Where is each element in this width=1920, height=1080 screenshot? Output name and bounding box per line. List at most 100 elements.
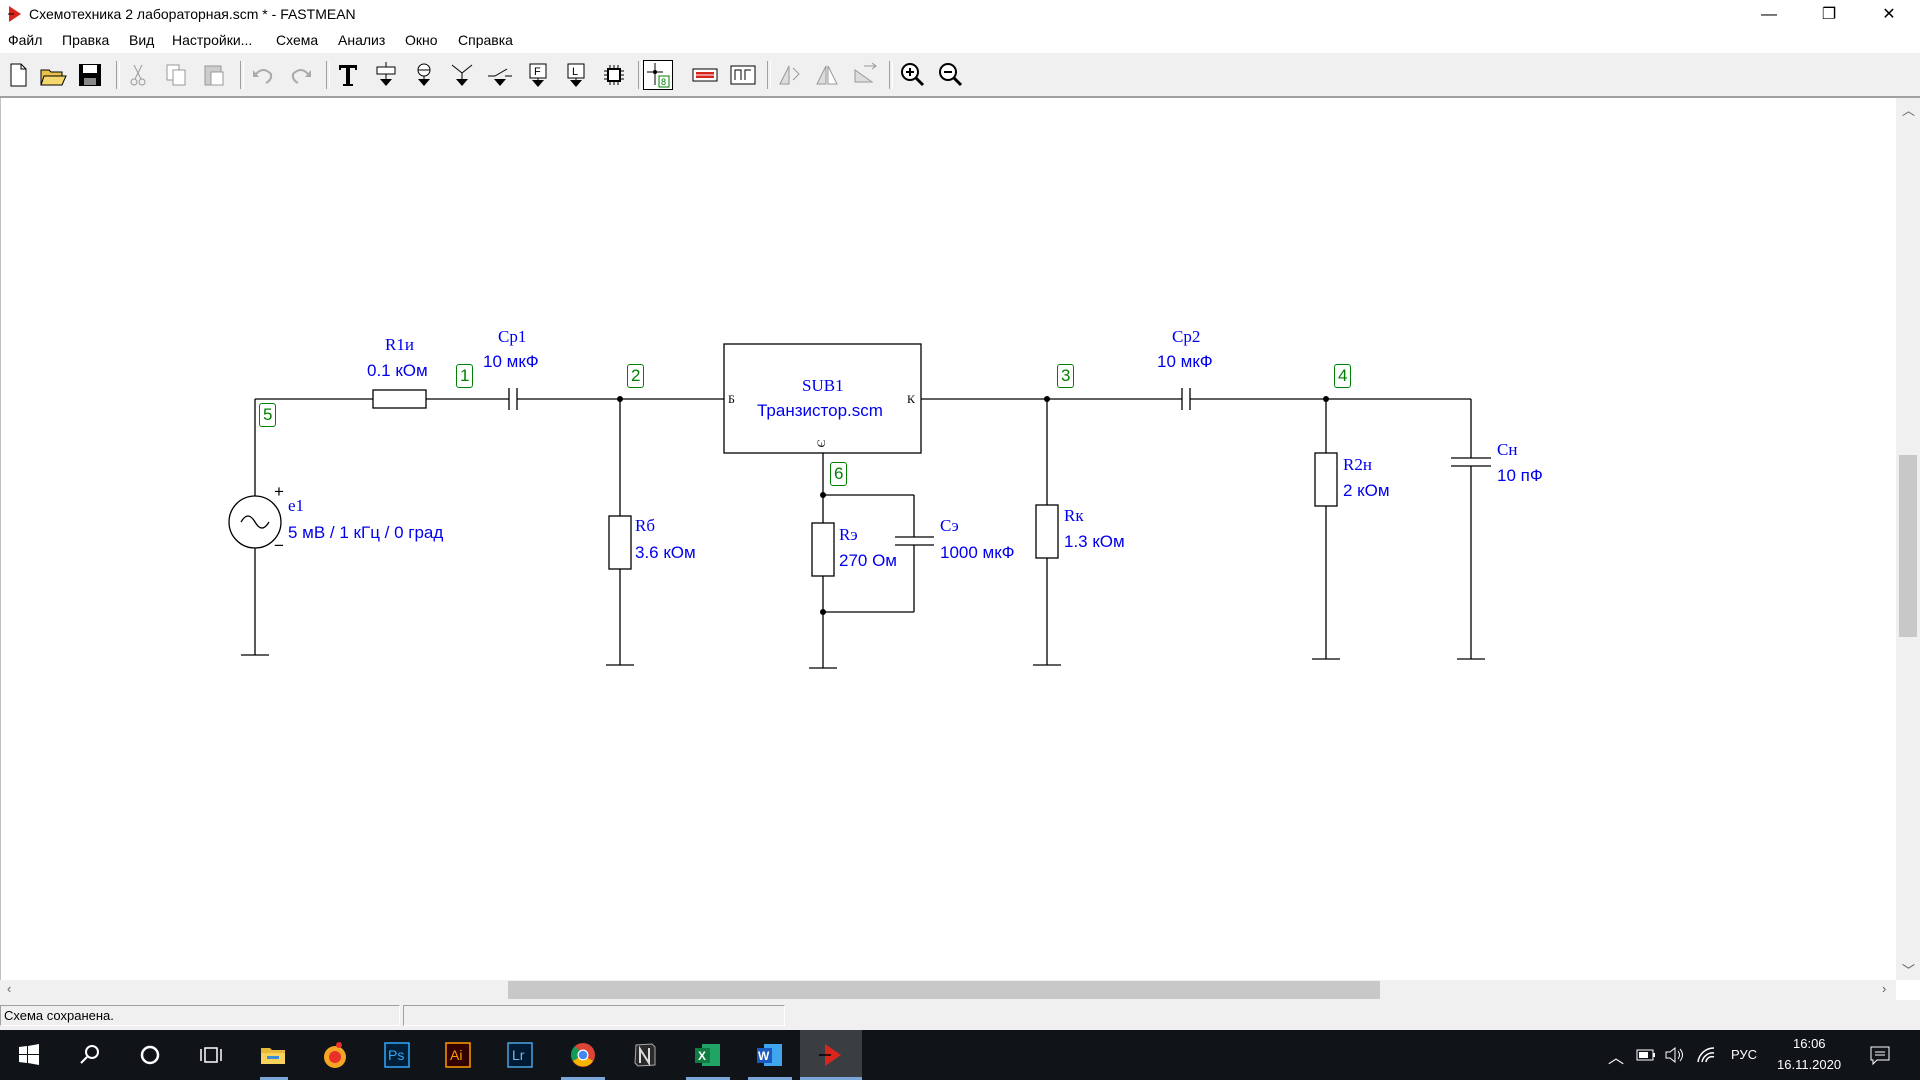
sub1-pin-e: Э (814, 439, 829, 448)
tray-chevron-icon[interactable]: ︿ (1608, 1050, 1625, 1067)
e1-name[interactable]: e1 (288, 496, 305, 515)
node-4-label[interactable]: 4 (1334, 364, 1352, 388)
fastmean-icon[interactable] (813, 1037, 849, 1073)
menu-analysis[interactable]: Анализ (338, 32, 386, 48)
new-file-icon[interactable] (3, 60, 33, 90)
ce-name[interactable]: Сэ (940, 516, 959, 535)
notion-icon[interactable] (627, 1037, 663, 1073)
chip-icon[interactable] (599, 60, 629, 90)
schematic-canvas[interactable]: R1и 0.1 кОм Ср1 10 мкФ SUB1 Транзистор.s… (0, 98, 1897, 980)
open-folder-icon[interactable] (38, 60, 68, 90)
copy-icon[interactable] (161, 60, 191, 90)
e1-value[interactable]: 5 мВ / 1 кГц / 0 град (288, 523, 444, 542)
scroll-down-icon[interactable]: ﹀ (1902, 963, 1916, 978)
re-value[interactable]: 270 Ом (839, 551, 897, 570)
keyboard-language[interactable]: РУС (1731, 1047, 1758, 1062)
node-6-label[interactable]: 6 (830, 462, 848, 486)
photoshop-icon[interactable]: Ps (379, 1037, 415, 1073)
redo-icon[interactable] (286, 60, 316, 90)
word-icon[interactable]: W (752, 1037, 788, 1073)
chrome-icon[interactable] (565, 1037, 601, 1073)
menu-view[interactable]: Вид (129, 32, 155, 48)
rk-name[interactable]: Rк (1064, 506, 1084, 525)
r1-name[interactable]: R1и (385, 335, 414, 354)
re-name[interactable]: Rэ (839, 525, 858, 544)
node-2-label[interactable]: 2 (627, 364, 645, 388)
r2-name[interactable]: R2н (1343, 455, 1372, 474)
cortana-icon[interactable] (132, 1037, 168, 1073)
undo-icon[interactable] (248, 60, 278, 90)
toolbar: F L 8 (0, 53, 1920, 98)
task-view-icon[interactable] (193, 1037, 229, 1073)
source-tool-icon[interactable] (447, 60, 477, 90)
menu-help[interactable]: Справка (458, 32, 513, 48)
svg-text:Ps: Ps (388, 1047, 404, 1063)
text-tool-icon[interactable] (333, 60, 363, 90)
sub1-file[interactable]: Транзистор.scm (757, 401, 883, 420)
vertical-scroll-thumb[interactable] (1899, 455, 1917, 637)
illustrator-icon[interactable]: Ai (440, 1037, 476, 1073)
cut-icon[interactable] (123, 60, 153, 90)
clock-time[interactable]: 16:06 (1793, 1036, 1826, 1051)
scroll-up-icon[interactable]: ︿ (1902, 103, 1916, 118)
menu-scheme[interactable]: Схема (276, 32, 319, 48)
node-5-label[interactable]: 5 (259, 403, 277, 427)
menu-file[interactable]: Файл (8, 32, 43, 48)
cn-name[interactable]: Сн (1497, 440, 1518, 459)
flip-icon[interactable] (774, 60, 804, 90)
volume-icon[interactable] (1664, 1045, 1686, 1065)
f-block-icon[interactable]: F (523, 60, 553, 90)
start-icon[interactable] (11, 1037, 47, 1073)
paste-icon[interactable] (199, 60, 229, 90)
rb-name[interactable]: Rб (635, 516, 655, 535)
svg-text:F: F (534, 66, 541, 78)
menu-settings[interactable]: Настройки... (172, 32, 253, 48)
scroll-left-icon[interactable]: ‹ (7, 981, 12, 996)
graph-icon[interactable] (728, 60, 758, 90)
minimize-button[interactable]: — (1761, 6, 1777, 23)
switch-tool-icon[interactable] (485, 60, 515, 90)
node-3-label[interactable]: 3 (1057, 364, 1075, 388)
resistor-tool-icon[interactable] (371, 60, 401, 90)
notifications-icon[interactable] (1869, 1044, 1891, 1066)
l-block-icon[interactable]: L (561, 60, 591, 90)
horizontal-scroll-thumb[interactable] (508, 981, 1380, 999)
excel-icon[interactable]: X (690, 1037, 726, 1073)
status-message: Схема сохранена. (0, 1005, 400, 1026)
cp1-value[interactable]: 10 мкФ (483, 352, 539, 371)
menu-edit[interactable]: Правка (62, 32, 110, 48)
maximize-button[interactable]: ❐ (1821, 6, 1837, 23)
mirror-icon[interactable] (812, 60, 842, 90)
sub1-name[interactable]: SUB1 (802, 376, 844, 395)
file-explorer-icon[interactable] (255, 1037, 291, 1073)
wifi-icon[interactable] (1696, 1045, 1716, 1065)
clock-date[interactable]: 16.11.2020 (1777, 1057, 1842, 1072)
battery-icon[interactable] (1636, 1047, 1658, 1063)
r1-value[interactable]: 0.1 кОм (367, 361, 428, 380)
ground-tool-icon[interactable] (409, 60, 439, 90)
close-button[interactable]: ✕ (1882, 6, 1896, 23)
zoom-in-icon[interactable] (897, 60, 927, 90)
lightroom-icon[interactable]: Lr (502, 1037, 538, 1073)
rotate-icon[interactable] (850, 60, 880, 90)
search-icon[interactable] (72, 1037, 108, 1073)
zoom-out-icon[interactable] (935, 60, 965, 90)
cp1-name[interactable]: Ср1 (498, 327, 527, 346)
menu-window[interactable]: Окно (405, 32, 438, 48)
red-element-icon[interactable] (690, 60, 720, 90)
save-icon[interactable] (75, 60, 105, 90)
rb-value[interactable]: 3.6 кОм (635, 543, 696, 562)
yandex-browser-icon[interactable] (317, 1037, 353, 1073)
node-number-icon[interactable]: 8 (643, 60, 673, 90)
r2-value[interactable]: 2 кОм (1343, 481, 1390, 500)
cn-value[interactable]: 10 пФ (1497, 466, 1543, 485)
cp2-value[interactable]: 10 мкФ (1157, 352, 1213, 371)
r1-resistor-symbol (372, 389, 427, 409)
rk-value[interactable]: 1.3 кОм (1064, 532, 1125, 551)
ce-value[interactable]: 1000 мкФ (940, 543, 1015, 562)
scroll-right-icon[interactable]: › (1882, 981, 1887, 996)
node-1-label[interactable]: 1 (456, 364, 474, 388)
file-explorer-indicator (260, 1077, 288, 1080)
cp2-name[interactable]: Ср2 (1172, 327, 1201, 346)
r2-resistor-symbol (1314, 452, 1338, 507)
